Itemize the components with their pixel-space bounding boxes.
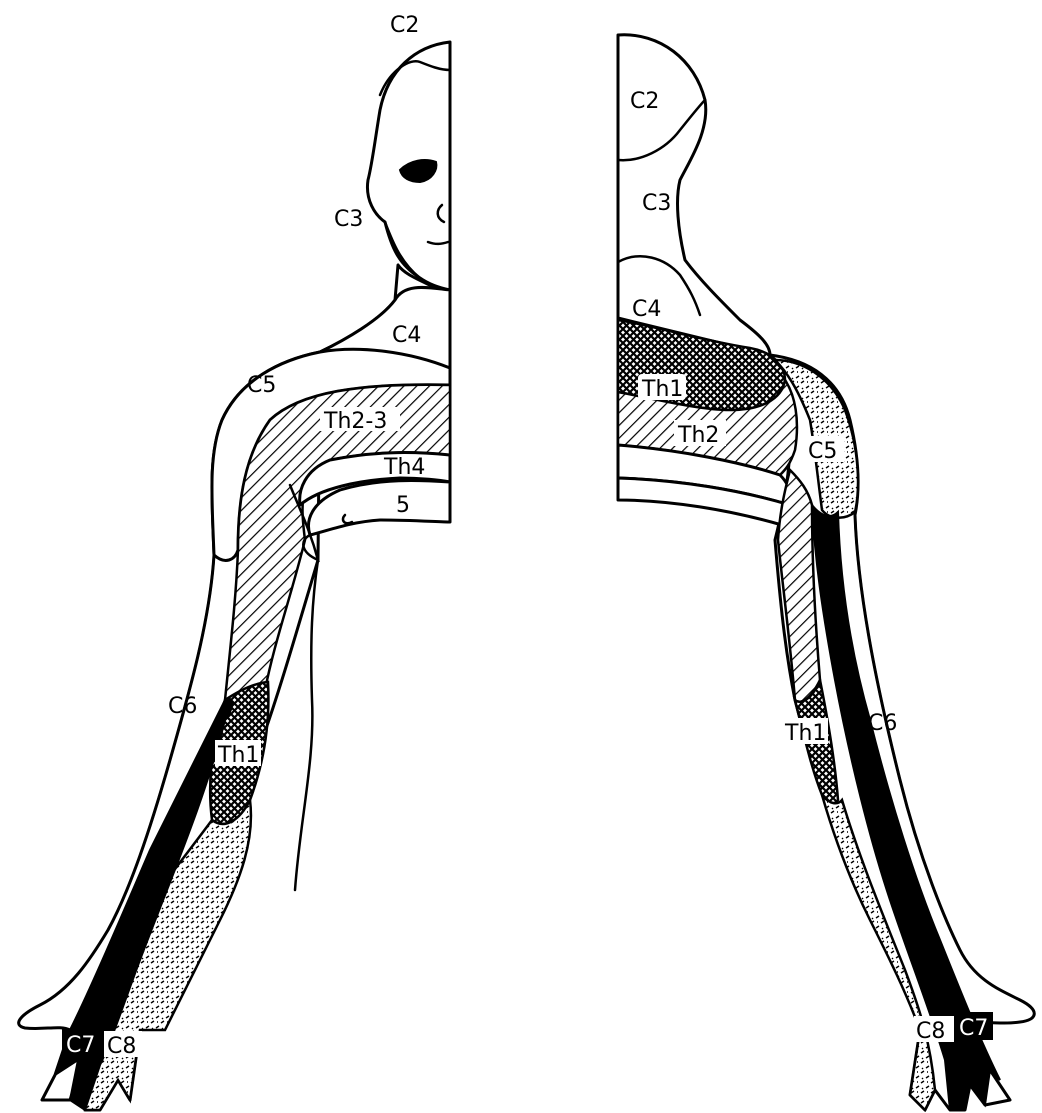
back-view bbox=[618, 35, 1034, 1110]
back-label-c6: C6 bbox=[868, 711, 897, 736]
front-label-th4: Th4 bbox=[383, 455, 425, 480]
front-view bbox=[19, 42, 450, 1110]
back-label-th2: Th2 bbox=[677, 423, 719, 448]
front-label-th5: 5 bbox=[396, 493, 410, 518]
back-label-c5: C5 bbox=[808, 439, 837, 464]
back-label-c2: C2 bbox=[630, 89, 659, 114]
front-label-c4: C4 bbox=[392, 323, 421, 348]
back-label-c3: C3 bbox=[642, 191, 671, 216]
front-label-c7: C7 bbox=[66, 1033, 95, 1058]
front-label-th1: Th1 bbox=[217, 743, 259, 768]
front-label-c6: C6 bbox=[168, 694, 197, 719]
front-label-c8: C8 bbox=[107, 1034, 136, 1059]
front-label-c5: C5 bbox=[247, 373, 276, 398]
front-label-c3: C3 bbox=[334, 207, 363, 232]
front-label-c2: C2 bbox=[390, 13, 419, 38]
front-label-th23: Th2-3 bbox=[323, 409, 387, 434]
back-label-th1-arm: Th1 bbox=[784, 721, 826, 746]
back-label-th1-shoulder: Th1 bbox=[641, 377, 683, 402]
back-label-c4: C4 bbox=[632, 297, 661, 322]
back-label-c8: C8 bbox=[916, 1019, 945, 1044]
back-label-c7: C7 bbox=[959, 1016, 988, 1041]
